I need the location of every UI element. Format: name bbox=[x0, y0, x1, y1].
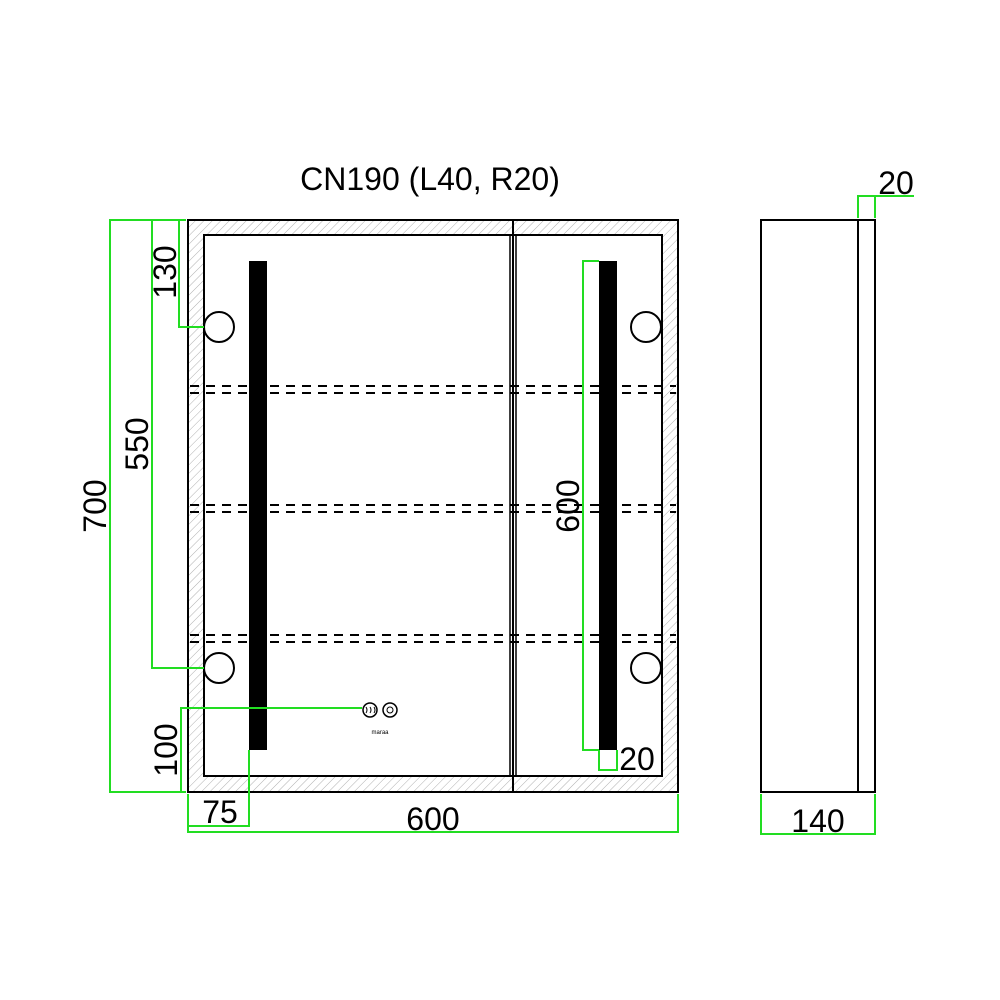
heater-icon-waves bbox=[365, 706, 376, 714]
dim-door-thickness: 20 bbox=[878, 165, 914, 201]
dim-bottom-offset: 100 bbox=[148, 723, 184, 776]
side-body-outline bbox=[760, 219, 876, 793]
light-bottom-right bbox=[630, 652, 662, 684]
light-bottom-left bbox=[203, 652, 235, 684]
left-led-strip bbox=[249, 261, 267, 750]
dim-line-total-height bbox=[109, 219, 186, 793]
dim-left-offset: 75 bbox=[202, 794, 238, 830]
dim-strip-width: 20 bbox=[619, 741, 655, 777]
side-dimensions: 140 20 bbox=[760, 165, 914, 839]
dim-line-strip-width bbox=[598, 750, 618, 771]
front-dimensions: 700 130 550 100 75 600 600 20 bbox=[77, 219, 679, 837]
cabinet-outer-outline bbox=[187, 219, 679, 793]
dim-light-spacing: 550 bbox=[119, 417, 155, 470]
dim-line-left-offset bbox=[187, 750, 250, 827]
right-led-strip bbox=[599, 261, 617, 750]
heater-icon[interactable] bbox=[362, 702, 378, 718]
front-view: maraa bbox=[187, 219, 679, 793]
dim-line-bottom-offset bbox=[180, 707, 362, 792]
brand-label: maraa bbox=[371, 730, 389, 736]
dim-line-total-width bbox=[187, 794, 679, 833]
dim-depth: 140 bbox=[791, 803, 844, 839]
dim-line-depth bbox=[760, 794, 876, 835]
drawing-title: CN190 (L40, R20) bbox=[300, 161, 560, 197]
dim-total-height: 700 bbox=[77, 479, 113, 532]
dim-line-door-thickness bbox=[857, 195, 914, 218]
light-top-left bbox=[203, 311, 235, 343]
dim-total-width: 600 bbox=[406, 801, 459, 837]
light-icon-center bbox=[386, 706, 394, 714]
dim-line-top-offset bbox=[152, 219, 204, 328]
shelves bbox=[190, 385, 676, 643]
dim-line-strip-length bbox=[582, 260, 599, 751]
control-panel: maraa bbox=[362, 702, 398, 736]
dim-strip-length: 600 bbox=[550, 479, 586, 532]
dim-line-light-spacing bbox=[151, 220, 204, 669]
light-icon[interactable] bbox=[382, 702, 398, 718]
light-top-right bbox=[630, 311, 662, 343]
side-view bbox=[760, 219, 876, 793]
